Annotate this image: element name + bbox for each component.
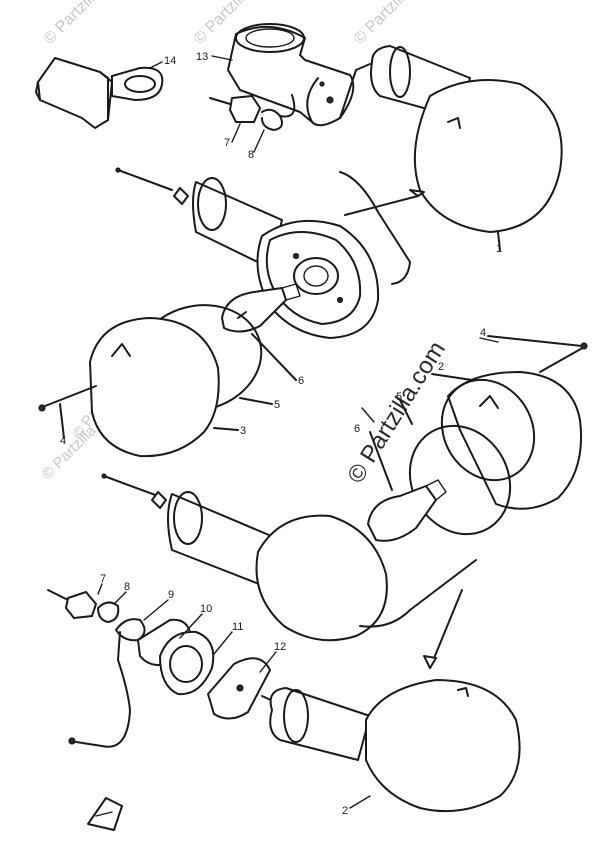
callout-2-right: 2	[438, 361, 444, 373]
callout-6-middle: 6	[298, 375, 304, 387]
callout-5-right: 5	[396, 391, 402, 403]
callout-4-left: 4	[60, 435, 66, 447]
callout-14: 14	[164, 55, 176, 67]
callout-11: 11	[232, 621, 243, 633]
callout-leaders	[97, 55, 499, 809]
callout-8-top: 8	[248, 149, 254, 161]
callout-10: 10	[200, 603, 212, 615]
part-6-bulb-right	[367, 431, 447, 542]
part-1-lamp-assembly	[370, 45, 563, 251]
callout-1: 1	[496, 243, 502, 255]
nut-washer-top	[209, 63, 371, 131]
front-direction-marker	[87, 797, 123, 831]
lamp-stem-lower	[101, 473, 388, 642]
part-2-lamp-lower	[269, 679, 521, 813]
part-14-bracket	[35, 57, 164, 129]
part-2-lens-right	[431, 335, 588, 510]
watermark-top-right: © Partzilla	[351, 0, 415, 48]
lamp-stem-middle	[115, 167, 380, 339]
callout-5-left: 5	[274, 399, 280, 411]
watermark-center: © Partzilla.com	[342, 337, 451, 488]
part-13-mount-housing	[227, 23, 355, 127]
callout-12: 12	[274, 641, 286, 653]
hardware-chain-lower	[47, 589, 285, 748]
callout-8-lower: 8	[124, 581, 130, 593]
callout-3: 3	[240, 425, 246, 437]
callout-7-lower: 7	[100, 573, 106, 585]
callout-9: 9	[168, 589, 174, 601]
callout-2-lower: 2	[342, 805, 348, 817]
callout-6-right: 6	[354, 423, 360, 435]
callout-13: 13	[196, 51, 208, 63]
callout-labels: 14 13 7 8 1 6 5 3 4 4 2 5 6 7 8 9 10 11 …	[60, 51, 502, 817]
assembly-brace-top	[339, 171, 425, 285]
callout-7-top: 7	[224, 137, 230, 149]
assembly-brace-lower	[359, 559, 477, 669]
part-3-lens-left	[38, 304, 273, 458]
callout-4-right: 4	[480, 327, 486, 339]
watermark-top-left: © Partzilla	[41, 0, 105, 48]
